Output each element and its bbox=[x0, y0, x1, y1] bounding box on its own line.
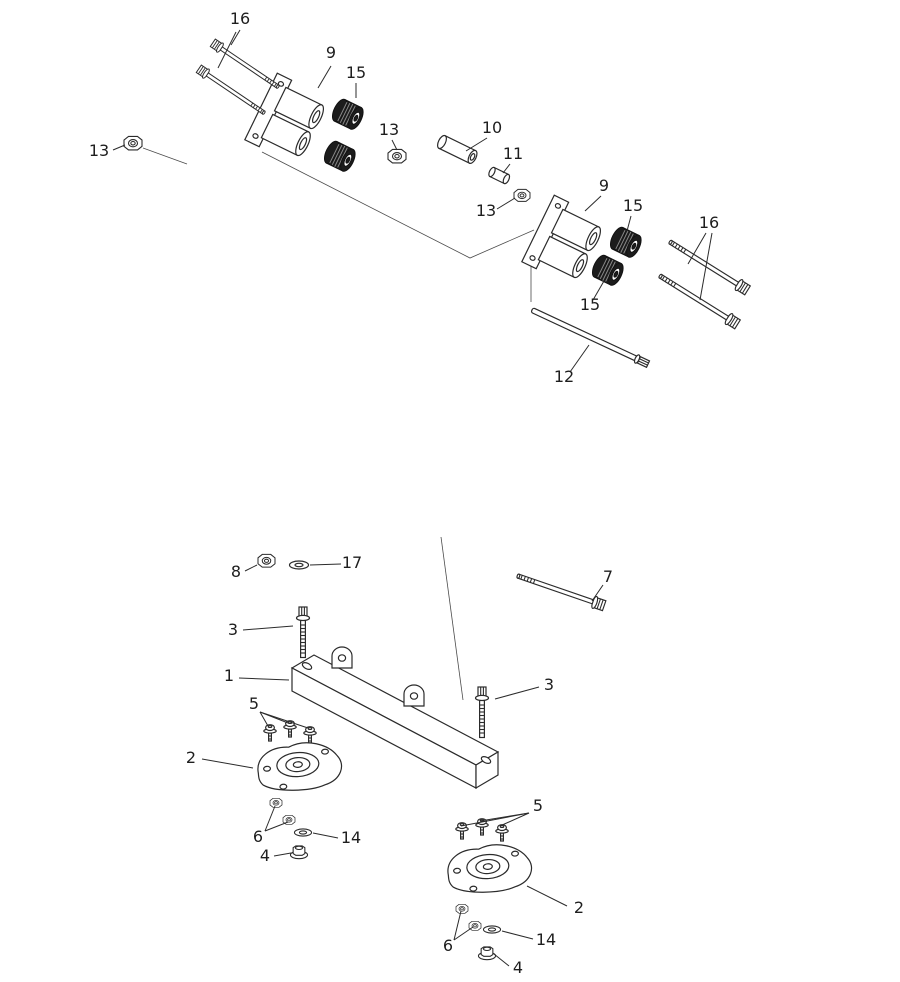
sleeve-10 bbox=[437, 134, 478, 164]
callout-3-left: 3 bbox=[228, 620, 238, 639]
callout-9-right: 9 bbox=[599, 176, 609, 195]
pivot-bracket-left bbox=[244, 72, 325, 157]
callout-15-upper-left: 15 bbox=[346, 63, 366, 82]
callout-2-right: 2 bbox=[574, 898, 584, 917]
callout-7: 7 bbox=[603, 567, 613, 586]
callout-11: 11 bbox=[503, 144, 523, 163]
callout-13-far-left: 13 bbox=[89, 141, 109, 160]
crossmember-bar bbox=[290, 646, 500, 790]
callout-3-right: 3 bbox=[544, 675, 554, 694]
small-nut-left-1 bbox=[269, 797, 283, 808]
spacer-11 bbox=[488, 166, 511, 185]
bushing-lower-right bbox=[588, 252, 627, 288]
callout-13-middle: 13 bbox=[379, 120, 399, 139]
callout-9-left: 9 bbox=[326, 43, 336, 62]
callout-14-right: 14 bbox=[536, 930, 556, 949]
callout-10: 10 bbox=[482, 118, 502, 137]
flange-nut-4-right bbox=[477, 946, 497, 961]
hex-nut-middle bbox=[387, 148, 407, 164]
engine-mount-right bbox=[445, 841, 534, 896]
callout-16-right: 16 bbox=[699, 213, 719, 232]
bushing-lower-left bbox=[320, 138, 359, 174]
alignment-lines-top bbox=[142, 147, 535, 302]
long-rod-12 bbox=[531, 307, 651, 369]
callout-4-left: 4 bbox=[260, 846, 270, 865]
flange-bolt-3-right bbox=[474, 686, 490, 739]
hex-nut-far-left bbox=[123, 135, 143, 151]
callout-16-top-left: 16 bbox=[230, 9, 250, 28]
callout-14-left: 14 bbox=[341, 828, 361, 847]
callout-17: 17 bbox=[342, 553, 362, 572]
callout-labels: 16 9 15 13 13 10 11 9 15 13 16 15 12 8 1… bbox=[89, 9, 719, 977]
callout-8: 8 bbox=[231, 562, 241, 581]
callout-5-left: 5 bbox=[249, 694, 259, 713]
small-nut-right-1 bbox=[455, 903, 469, 914]
flange-bolt-3-left bbox=[295, 606, 311, 659]
mount-screw-right-3 bbox=[495, 824, 509, 842]
callout-15-upper-right: 15 bbox=[623, 196, 643, 215]
callout-1: 1 bbox=[224, 666, 234, 685]
flange-nut-4-left bbox=[289, 845, 309, 860]
callout-6-left: 6 bbox=[253, 827, 263, 846]
bar-lug-left bbox=[331, 646, 353, 669]
hex-nut-8 bbox=[257, 553, 276, 568]
washer-17 bbox=[288, 560, 310, 570]
pivot-bracket-right bbox=[521, 194, 602, 279]
callout-13-right: 13 bbox=[476, 201, 496, 220]
bushing-upper-left bbox=[328, 96, 367, 132]
callout-6-right: 6 bbox=[443, 936, 453, 955]
callout-2-left: 2 bbox=[186, 748, 196, 767]
callout-15-lower-right: 15 bbox=[580, 295, 600, 314]
callout-5-right: 5 bbox=[533, 796, 543, 815]
leader-lines bbox=[112, 29, 713, 967]
washer-14-left bbox=[293, 828, 313, 837]
bushing-upper-right bbox=[606, 224, 645, 260]
mount-screw-left-3 bbox=[303, 726, 317, 744]
callout-4-right: 4 bbox=[513, 958, 523, 977]
washer-14-right bbox=[482, 925, 502, 934]
hex-nut-right bbox=[513, 188, 531, 202]
bar-lug-right bbox=[403, 684, 425, 707]
long-bolt-7 bbox=[514, 569, 607, 613]
mount-screw-left-1 bbox=[263, 724, 277, 742]
alignment-line-bottom bbox=[440, 536, 464, 701]
callout-12: 12 bbox=[554, 367, 574, 386]
engine-mount-left bbox=[255, 739, 344, 794]
